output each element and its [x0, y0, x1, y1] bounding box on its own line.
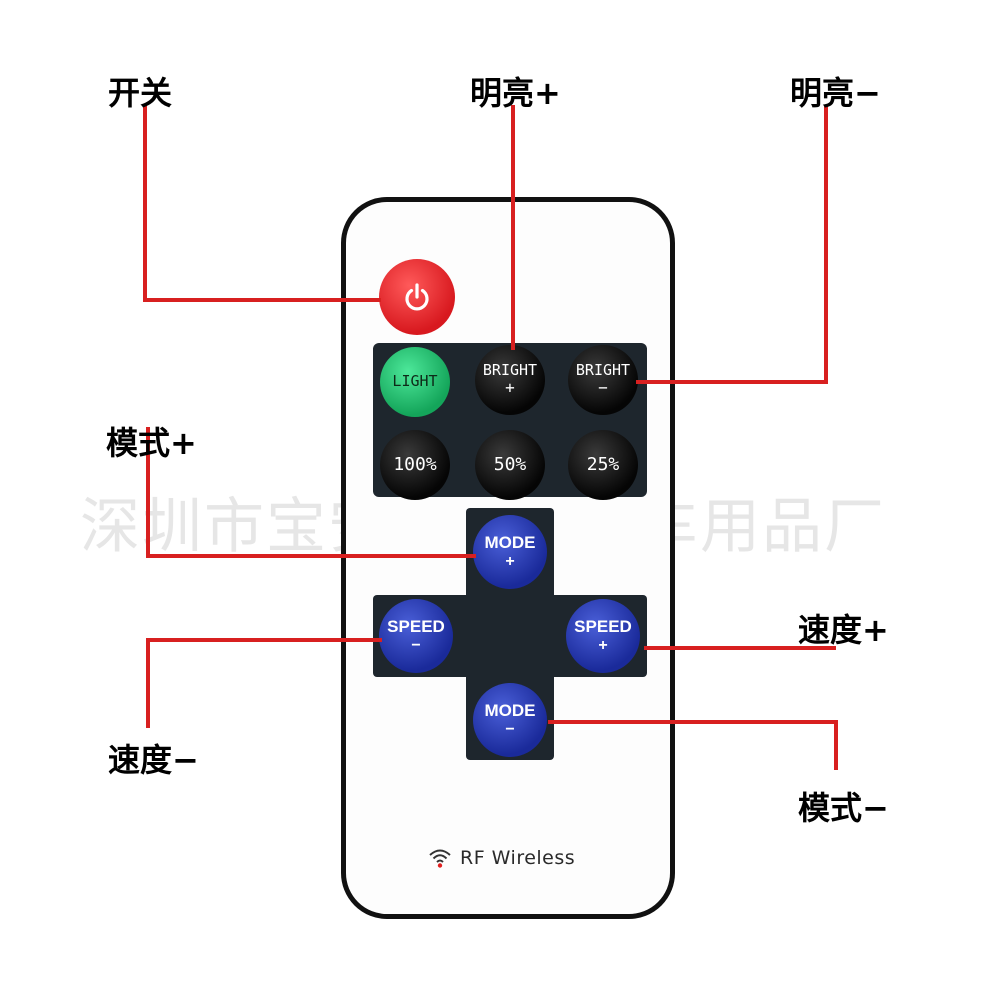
light-button-label: LIGHT [392, 372, 438, 391]
mode-plus-button[interactable]: MODE + [473, 515, 547, 589]
power-icon [405, 283, 429, 311]
callout-speed-plus: 速度+ [798, 611, 889, 649]
mode-minus-button[interactable]: MODE − [473, 683, 547, 757]
wireless-icon [429, 849, 451, 868]
rf-wireless-label: RF Wireless [460, 847, 576, 869]
callout-power: 开关 [108, 74, 173, 112]
speed-plus-label: SPEED [574, 616, 632, 636]
bright-minus-label: BRIGHT [575, 360, 631, 379]
callout-bright-minus: 明亮− [790, 74, 881, 112]
bright-plus-button[interactable]: BRIGHT + [475, 345, 545, 415]
callout-speed-minus: 速度− [108, 741, 199, 779]
callout-mode-plus: 模式+ [106, 424, 197, 462]
bright-minus-button[interactable]: BRIGHT − [568, 345, 638, 415]
mode-plus-label: MODE [484, 532, 536, 552]
leader-mode-plus [146, 427, 476, 558]
mode-minus-sign: − [505, 720, 515, 738]
rf-wireless-footer: RF Wireless [428, 843, 575, 873]
brightness-25-label: 25% [586, 453, 620, 475]
leader-power [143, 105, 381, 302]
speed-minus-sign: − [411, 636, 421, 654]
mode-plus-sign: + [505, 552, 515, 570]
brightness-50-button[interactable]: 50% [475, 430, 545, 500]
speed-minus-button[interactable]: SPEED − [379, 599, 453, 673]
power-button[interactable] [379, 259, 455, 335]
callout-bright-plus: 明亮+ [470, 74, 561, 112]
callout-mode-minus: 模式− [798, 789, 889, 827]
leader-mode-minus [548, 720, 838, 770]
brightness-50-label: 50% [493, 453, 527, 475]
leader-bright-minus [636, 105, 828, 384]
bright-plus-label: BRIGHT [482, 360, 538, 379]
brightness-100-label: 100% [393, 453, 437, 475]
speed-plus-sign: + [598, 636, 608, 654]
speed-plus-button[interactable]: SPEED + [566, 599, 640, 673]
brightness-100-button[interactable]: 100% [380, 430, 450, 500]
brightness-25-button[interactable]: 25% [568, 430, 638, 500]
leader-speed-minus [146, 638, 382, 728]
mode-minus-label: MODE [484, 700, 536, 720]
bright-minus-sign: − [598, 378, 608, 398]
bright-plus-sign: + [505, 378, 515, 398]
light-button[interactable]: LIGHT [380, 347, 450, 417]
speed-minus-label: SPEED [387, 616, 445, 636]
